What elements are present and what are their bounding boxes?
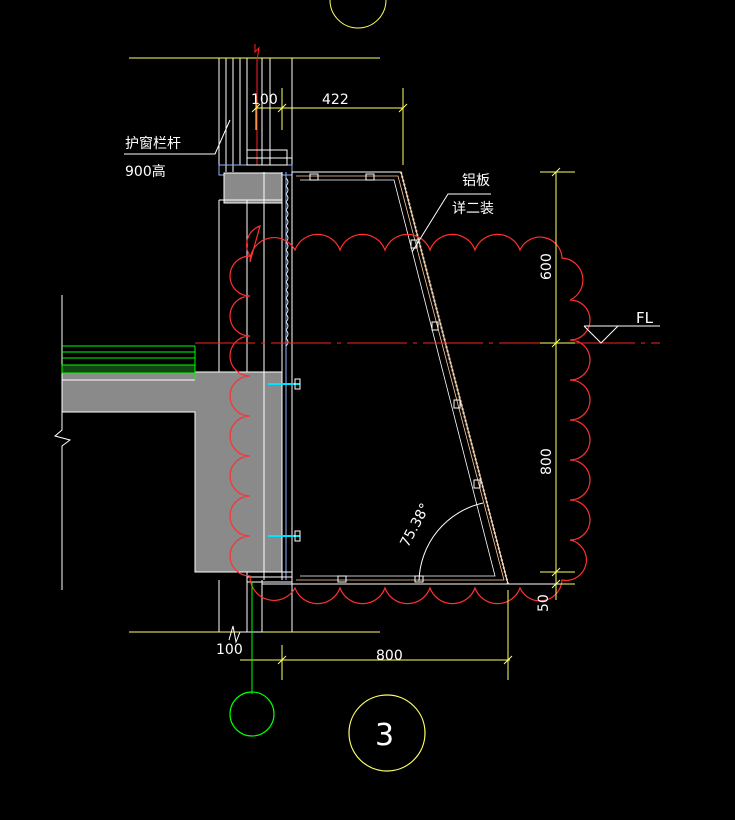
left-break-line	[53, 295, 72, 590]
dim-top-right: 422	[322, 92, 349, 108]
insulation-pattern	[285, 177, 289, 347]
top-marker-arc	[329, 0, 387, 29]
dim-top-left: 100	[251, 92, 278, 108]
panel-note-label: 详二装	[452, 201, 494, 217]
section-number: 3	[375, 718, 394, 753]
panel-name-label: 铝板	[462, 173, 490, 189]
anchor-bolts	[268, 378, 301, 542]
dim-bottom-left: 100	[216, 642, 243, 658]
top-break-line	[254, 44, 260, 165]
dim-vertical-upper: 600	[539, 253, 555, 280]
bottom-break-line	[228, 625, 262, 644]
revision-cloud	[229, 225, 591, 605]
fl-label: FL	[636, 309, 654, 327]
railing-name-label: 护窗栏杆	[125, 135, 181, 152]
concrete-slab	[61, 371, 283, 573]
railing-leader	[124, 119, 231, 155]
axis-marker-circle	[229, 691, 275, 737]
angle-label: 75.38°	[397, 501, 433, 550]
section-number-circle	[348, 694, 426, 772]
fl-marker	[583, 325, 660, 344]
dimension-lines	[240, 88, 575, 680]
upper-beam	[223, 172, 283, 204]
aluminum-panel	[262, 171, 509, 585]
railing-height-label: 900高	[125, 163, 166, 180]
dim-vertical-bottom: 50	[536, 594, 552, 612]
dim-vertical-lower: 800	[539, 448, 555, 475]
angle-arc	[418, 502, 484, 582]
floor-finish	[61, 345, 196, 381]
dim-bottom-width: 800	[376, 648, 403, 664]
panel-leader	[411, 193, 491, 253]
